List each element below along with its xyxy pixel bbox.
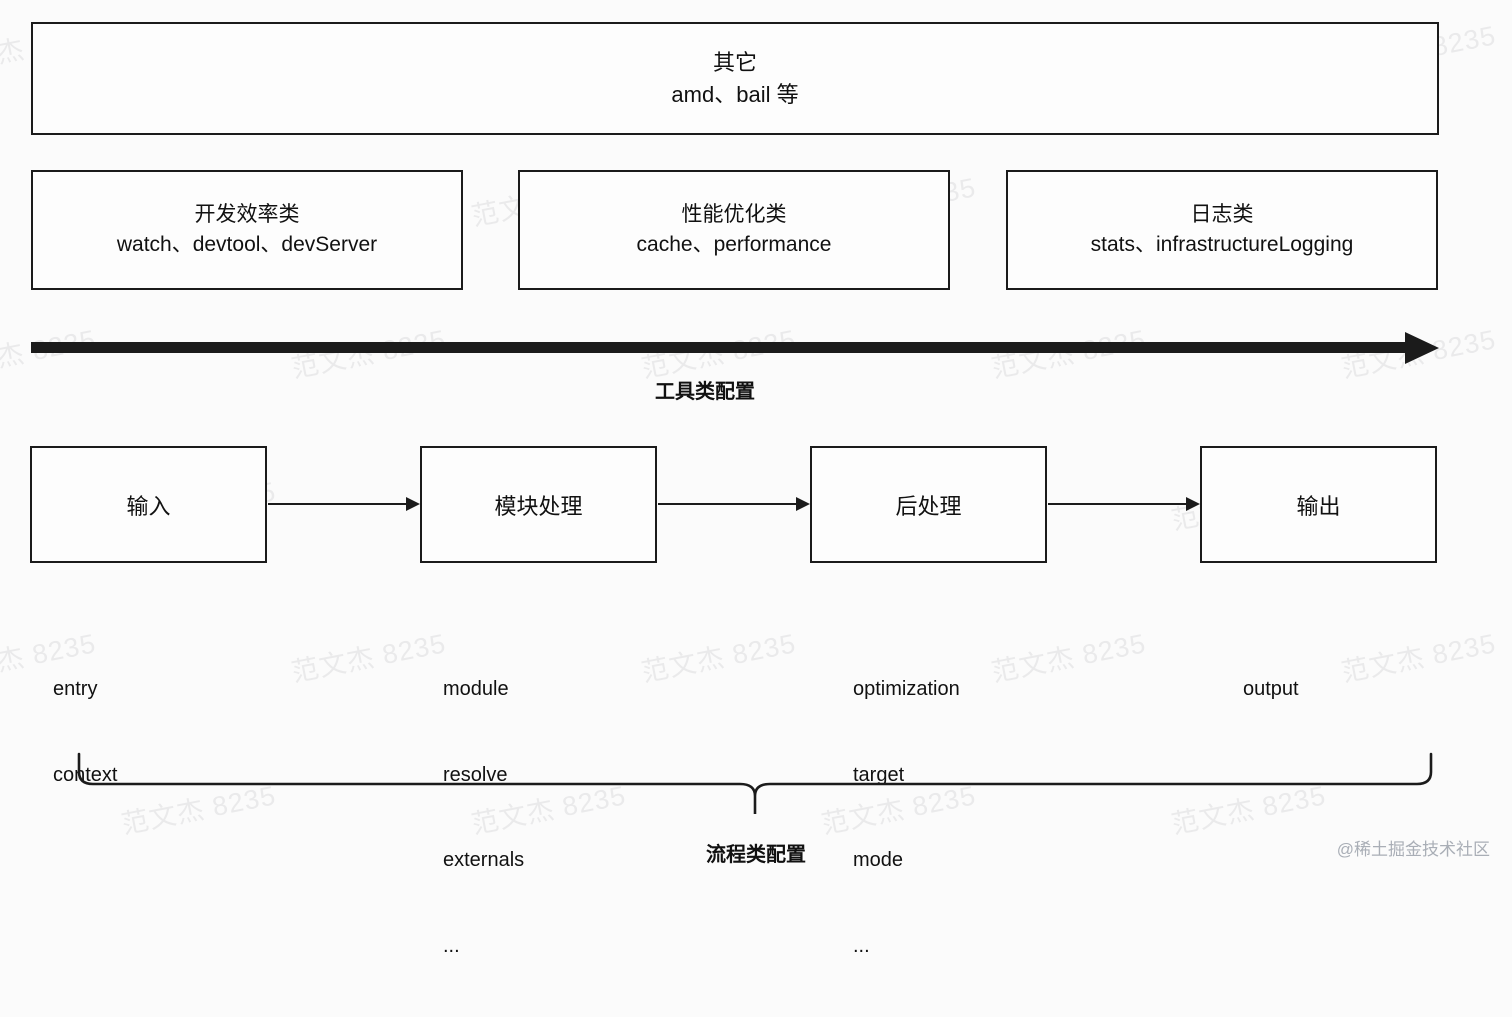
flow-stage-module: 模块处理 — [420, 446, 657, 563]
box-other-items: amd、bail 等 — [671, 81, 799, 107]
flow-config-brace-label: 流程类配置 — [706, 844, 806, 866]
flow-arrow-input-to-module-icon — [268, 497, 420, 511]
site-credit-watermark: @稀土掘金技术社区 — [1336, 840, 1490, 859]
option-item: mode — [853, 849, 904, 871]
box-performance: 性能优化类 cache、performance — [518, 170, 950, 290]
flow-arrow-line — [268, 503, 406, 506]
box-other-config: 其它 amd、bail 等 — [31, 22, 1439, 135]
flow-arrow-line — [658, 503, 796, 506]
option-item: externals — [443, 849, 525, 871]
tool-config-arrow-head — [1405, 332, 1439, 364]
box-other-title: 其它 — [712, 50, 757, 76]
flow-arrow-head — [1186, 497, 1200, 511]
option-list-input: entry context — [53, 618, 117, 846]
flow-stage-input: 输入 — [30, 446, 267, 563]
option-item: entry — [53, 678, 98, 700]
tool-config-arrow-icon — [31, 332, 1439, 364]
option-item: context — [53, 763, 118, 786]
option-item: target — [853, 763, 905, 786]
flow-stage-module-label: 模块处理 — [494, 493, 583, 519]
box-dev-efficiency-title: 开发效率类 — [194, 203, 300, 227]
flow-stage-output-label: 输出 — [1296, 493, 1341, 519]
flow-config-brace-icon — [77, 752, 1433, 814]
flow-arrow-line — [1048, 503, 1186, 506]
box-logging: 日志类 stats、infrastructureLogging — [1006, 170, 1438, 290]
option-list-post-process: optimization target mode ... — [853, 618, 960, 1017]
option-item: optimization — [853, 678, 960, 700]
flow-stage-post-process: 后处理 — [810, 446, 1047, 563]
option-item: module — [443, 678, 509, 700]
flow-arrow-module-to-post-icon — [658, 497, 810, 511]
diagram-content: 其它 amd、bail 等 开发效率类 watch、devtool、devSer… — [30, 22, 1439, 957]
box-performance-title: 性能优化类 — [681, 203, 787, 227]
flow-stage-input-label: 输入 — [126, 493, 171, 519]
option-item: resolve — [443, 763, 508, 786]
flow-arrow-post-to-output-icon — [1048, 497, 1200, 511]
option-list-output: output — [1243, 618, 1299, 761]
option-item: output — [1243, 678, 1299, 700]
option-item-ellipsis: ... — [853, 934, 870, 957]
tool-config-arrow-label: 工具类配置 — [655, 381, 755, 403]
option-item-ellipsis: ... — [443, 934, 460, 957]
box-logging-items: stats、infrastructureLogging — [1090, 233, 1354, 256]
box-dev-efficiency-items: watch、devtool、devServer — [116, 233, 378, 256]
box-performance-items: cache、performance — [636, 233, 832, 256]
tool-config-arrow-shaft — [31, 342, 1406, 353]
box-logging-title: 日志类 — [1190, 203, 1254, 227]
flow-arrow-head — [406, 497, 420, 511]
option-list-module: module resolve externals ... — [443, 618, 524, 1017]
flow-stage-post-process-label: 后处理 — [895, 493, 962, 519]
flow-arrow-head — [796, 497, 810, 511]
flow-stage-output: 输出 — [1200, 446, 1437, 563]
box-dev-efficiency: 开发效率类 watch、devtool、devServer — [31, 170, 463, 290]
